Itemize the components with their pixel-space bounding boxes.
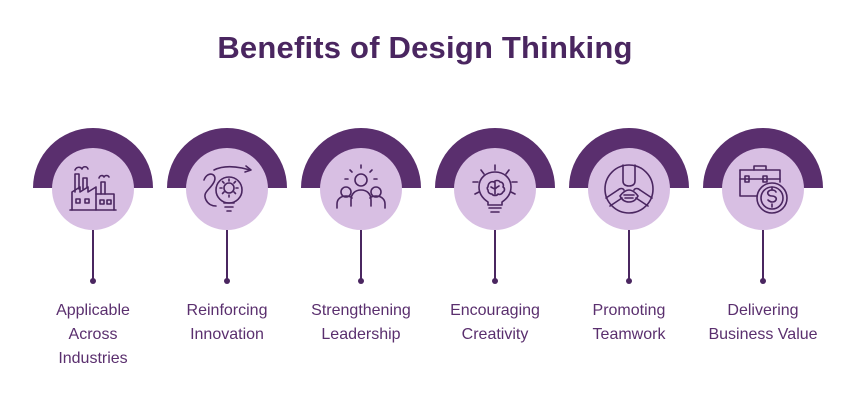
label-line: Industries [58, 350, 128, 367]
connector-line [360, 230, 362, 280]
connector-dot [760, 278, 766, 284]
benefit-item-teamwork: Promoting Teamwork [562, 128, 696, 378]
label-line: Promoting [592, 302, 666, 319]
connector-dot [358, 278, 364, 284]
label-line: Leadership [321, 326, 401, 343]
benefit-label: Strengthening Leadership [290, 299, 432, 347]
briefcase-dollar-icon [739, 165, 788, 214]
connector-dot [90, 278, 96, 284]
factory-icon [69, 165, 117, 211]
connector-dot [626, 278, 632, 284]
label-line: Delivering [727, 302, 799, 319]
creative-brain-bulb-icon [472, 164, 518, 213]
label-line: Encouraging [450, 302, 540, 319]
icon-disc [454, 148, 536, 230]
benefit-item-innovation: Reinforcing Innovation [160, 128, 294, 378]
benefit-item-leadership: Strengthening Leadership [294, 128, 428, 378]
icon-disc [722, 148, 804, 230]
benefit-label: Delivering Business Value [692, 299, 834, 347]
connector-dot [492, 278, 498, 284]
teamwork-hands-icon [604, 164, 654, 214]
label-line: Strengthening [311, 302, 411, 319]
connector-line [628, 230, 630, 280]
label-line: Teamwork [592, 326, 666, 343]
label-line: Reinforcing [186, 302, 268, 319]
connector-line [92, 230, 94, 280]
benefit-item-industries: Applicable Across Industries [26, 128, 160, 378]
icon-disc [320, 148, 402, 230]
benefit-label: Promoting Teamwork [558, 299, 700, 347]
benefit-label: Encouraging Creativity [424, 299, 566, 347]
label-line: Innovation [190, 326, 264, 343]
label-line: Across [68, 326, 118, 343]
benefit-label: Reinforcing Innovation [156, 299, 298, 347]
label-line: Creativity [461, 326, 529, 343]
benefit-label: Applicable Across Industries [22, 299, 164, 371]
connector-line [494, 230, 496, 280]
leadership-group-icon [336, 164, 386, 209]
icon-disc [52, 148, 134, 230]
icon-disc [588, 148, 670, 230]
label-line: Business Value [708, 326, 818, 343]
innovation-gear-bulb-icon [203, 165, 252, 212]
page-title: Benefits of Design Thinking [217, 30, 633, 65]
benefit-item-business-value: Delivering Business Value [696, 128, 830, 378]
connector-line [762, 230, 764, 280]
benefit-item-creativity: Encouraging Creativity [428, 128, 562, 378]
label-line: Applicable [56, 302, 130, 319]
connector-line [226, 230, 228, 280]
connector-dot [224, 278, 230, 284]
icon-disc [186, 148, 268, 230]
